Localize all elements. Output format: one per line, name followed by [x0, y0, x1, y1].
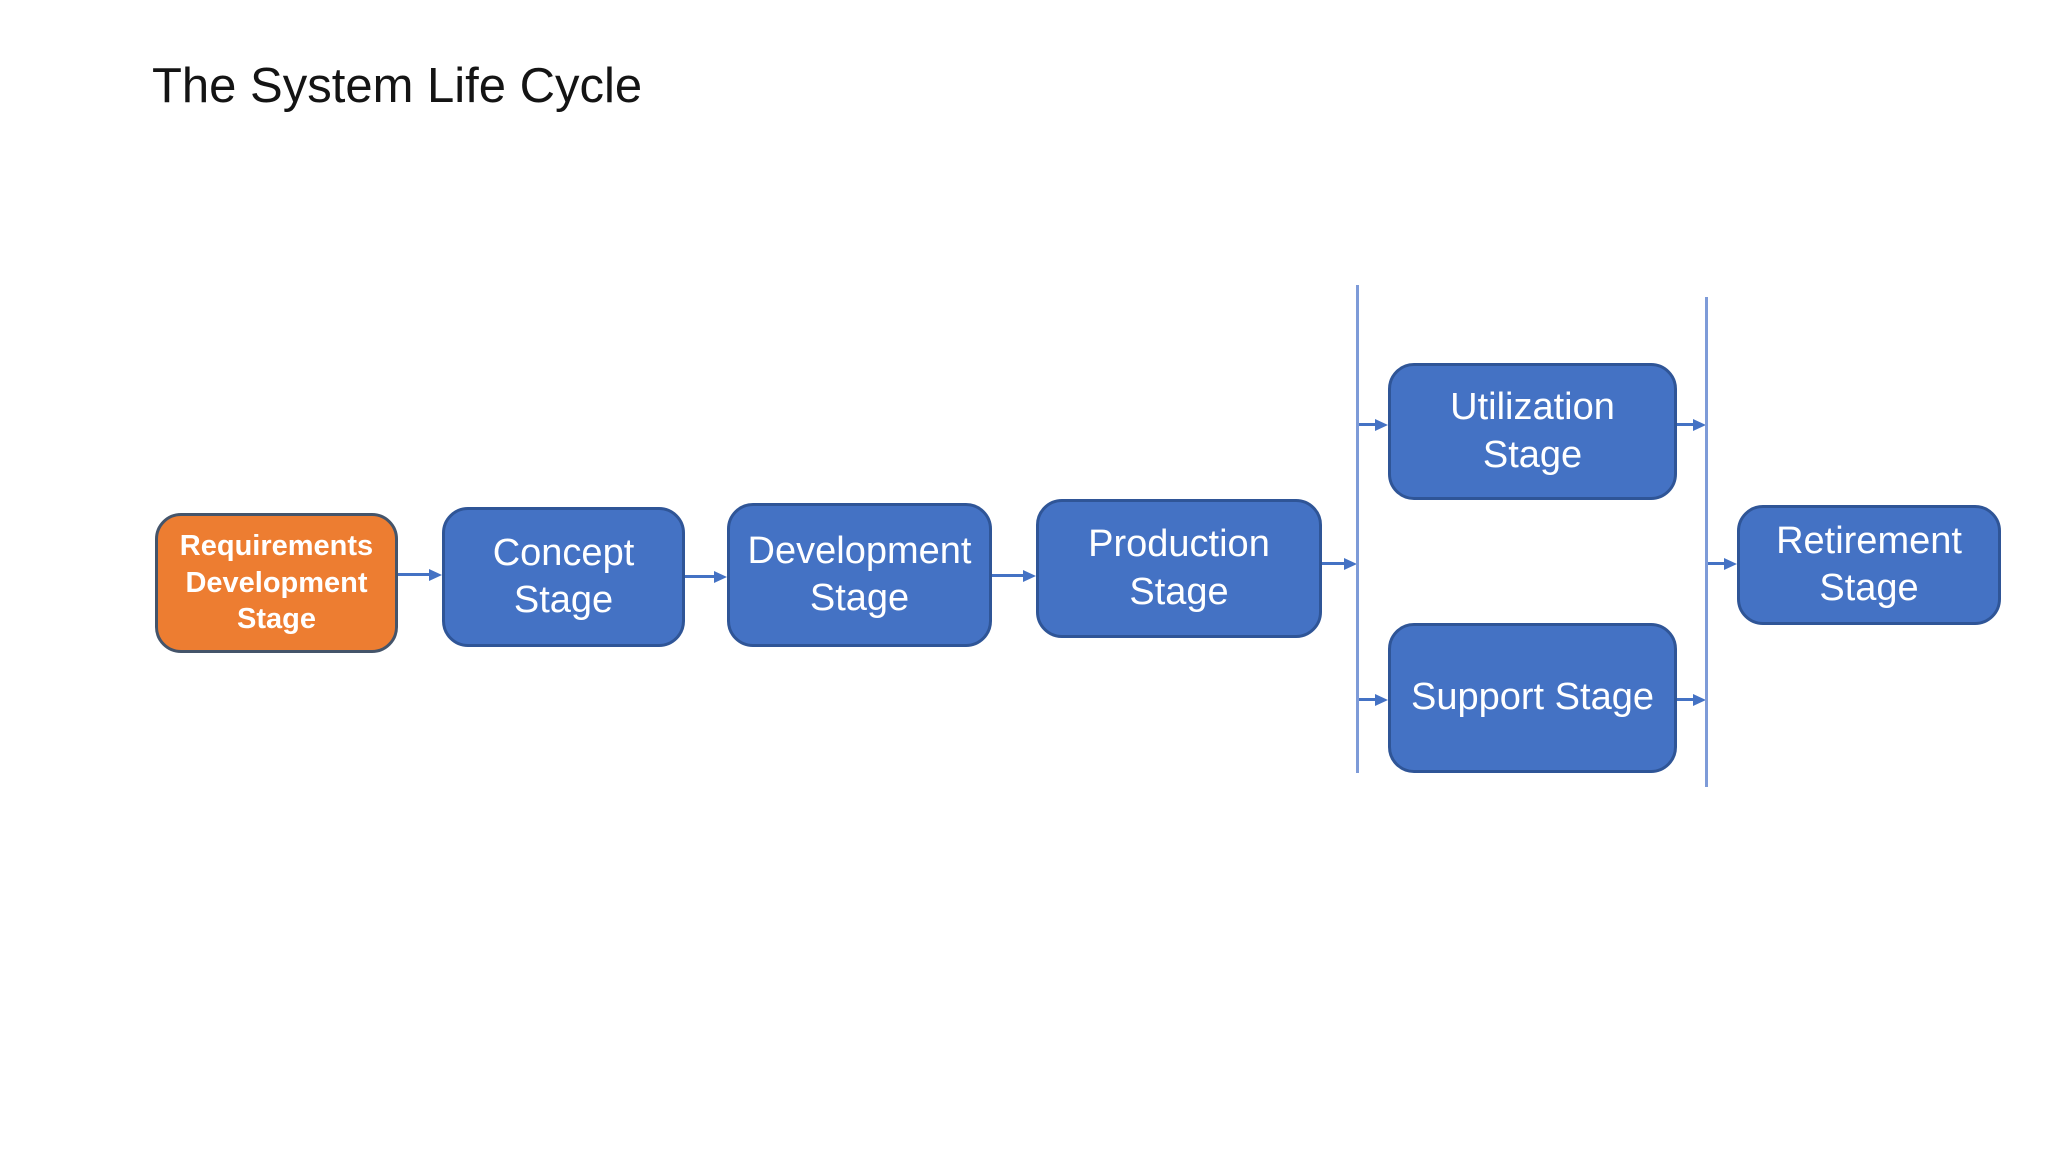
stage-label-line: Stage	[809, 577, 910, 619]
arrow-rail-to-support-icon	[1357, 693, 1388, 706]
arrow-concept-to-development-icon	[685, 570, 727, 583]
rail-left	[1356, 285, 1359, 773]
arrow-utilization-to-rail-icon	[1677, 418, 1706, 431]
stage-production: Production Stage	[1036, 499, 1322, 638]
arrow-requirements-to-concept-icon	[398, 568, 442, 581]
stage-requirements-development: Requirements Development Stage	[155, 513, 398, 653]
stage-retirement: Retirement Stage	[1737, 505, 2001, 625]
stage-label-line: Stage	[1819, 567, 1919, 609]
stage-label-line: Retirement	[1776, 519, 1962, 562]
stage-label-line: Stage	[1482, 433, 1583, 476]
arrow-development-to-production-icon	[992, 569, 1036, 582]
stage-development: Development Stage	[727, 503, 992, 647]
stage-label-line: Requirements	[179, 529, 374, 562]
stage-label-line: Concept	[492, 531, 635, 574]
stage-label-line: Stage	[237, 603, 316, 636]
stage-label-line: Development	[185, 566, 368, 599]
stage-concept: Concept Stage	[442, 507, 685, 647]
arrow-production-to-rail-icon	[1322, 557, 1357, 570]
stage-label-line: Stage	[1129, 570, 1229, 613]
arrow-rail-to-retirement-icon	[1706, 557, 1737, 570]
stage-label-line: Support Stage	[1411, 676, 1654, 719]
arrow-rail-to-utilization-icon	[1357, 418, 1388, 431]
stage-utilization: Utilization Stage	[1388, 363, 1677, 500]
rail-right	[1705, 297, 1708, 787]
stage-support: Support Stage	[1388, 623, 1677, 773]
stage-label-line: Utilization	[1450, 386, 1615, 429]
stage-label-line: Production	[1088, 523, 1270, 566]
slide-title: The System Life Cycle	[152, 59, 643, 113]
arrow-support-to-rail-icon	[1677, 693, 1706, 706]
stage-label-line: Development	[747, 529, 972, 572]
stage-label-line: Stage	[513, 579, 614, 621]
